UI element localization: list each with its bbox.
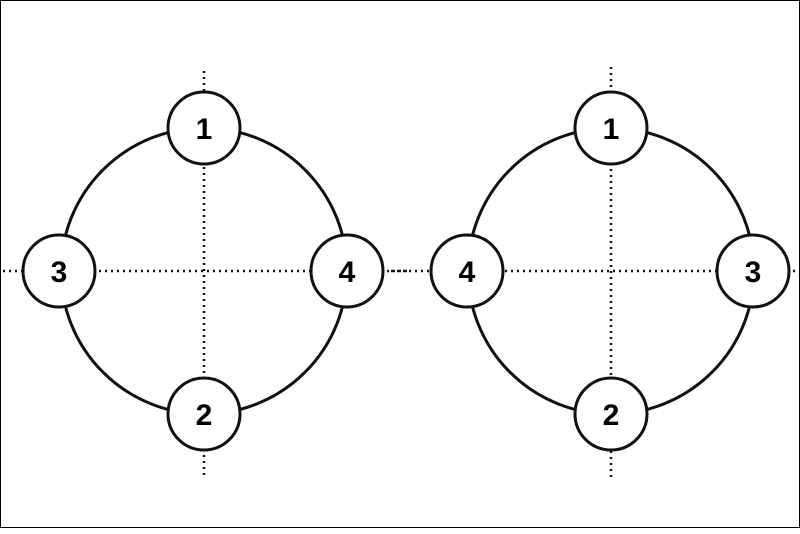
node-bottom-label: 2: [603, 399, 620, 432]
node-bottom-label: 2: [196, 399, 213, 432]
node-bottom: 2: [166, 376, 242, 452]
node-left: 3: [21, 233, 97, 309]
node-left: 4: [429, 233, 505, 309]
node-left-label: 3: [51, 256, 68, 289]
node-top: 1: [573, 90, 649, 166]
node-right-label: 4: [339, 256, 356, 289]
node-top-label: 1: [603, 113, 620, 146]
node-bottom: 2: [573, 376, 649, 452]
node-left-label: 4: [459, 256, 476, 289]
node-right: 3: [715, 233, 791, 309]
node-top-label: 1: [196, 113, 213, 146]
pattern-right: 1 2 4 3: [391, 67, 799, 477]
node-top: 1: [166, 90, 242, 166]
pattern-left: 1 2 3 4: [3, 71, 411, 479]
node-right: 4: [309, 233, 385, 309]
node-right-label: 3: [745, 256, 762, 289]
